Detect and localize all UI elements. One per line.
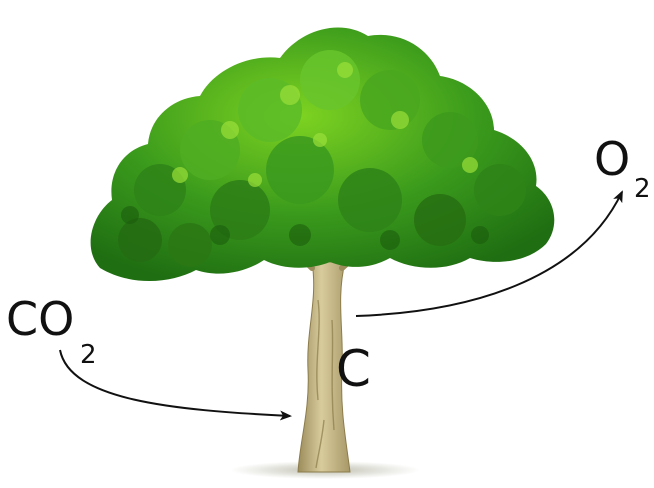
- tree-trunk: [262, 242, 392, 472]
- co2-subscript: 2: [80, 342, 97, 368]
- co2-label: CO: [6, 296, 74, 342]
- carbon-label: C: [336, 344, 371, 394]
- o2-subscript: 2: [634, 176, 651, 202]
- o2-label: O: [594, 136, 630, 182]
- tree-canopy: [91, 27, 555, 281]
